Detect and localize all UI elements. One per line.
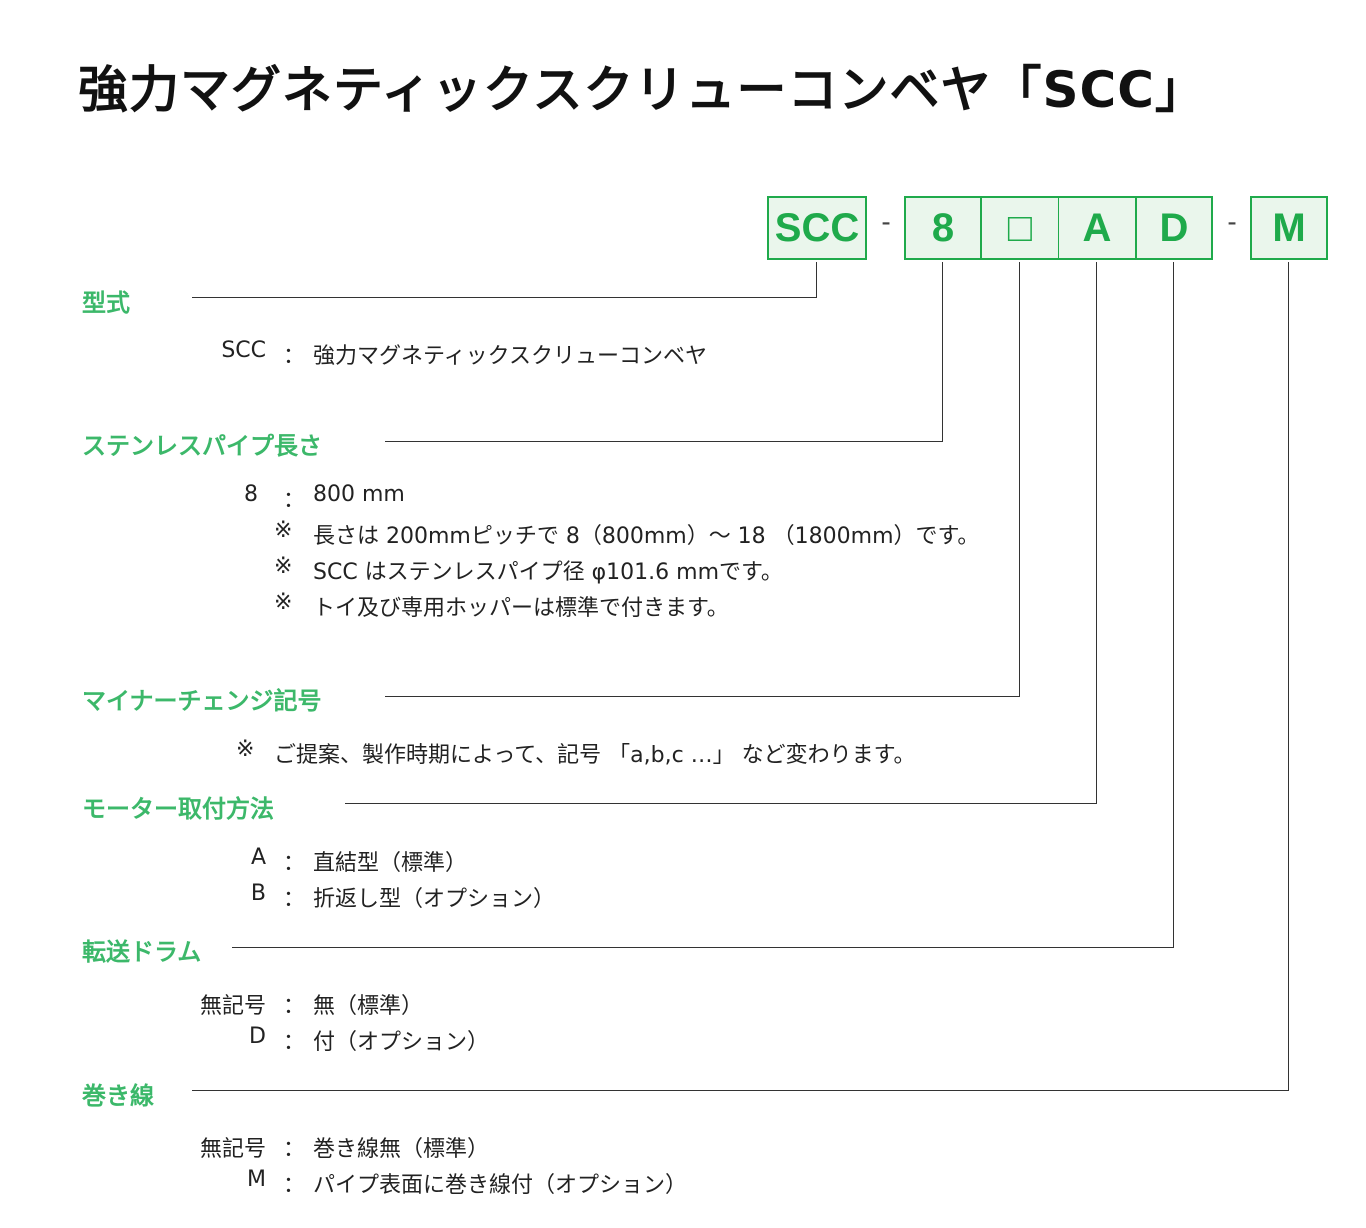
item-colon: ： (283, 1030, 306, 1055)
item-key: 8 (244, 482, 258, 507)
item-colon: ： (283, 1137, 306, 1162)
leader-model-h (192, 297, 817, 298)
leader-length-v (942, 262, 943, 442)
item-value: 付（オプション） (313, 1030, 490, 1055)
note-text: トイ及び専用ホッパーは標準で付きます。 (313, 596, 729, 621)
item-value: 巻き線無（標準） (313, 1137, 490, 1162)
section-heading-pipe-length: ステンレスパイプ長さ (82, 432, 322, 460)
item-colon: ： (283, 344, 306, 369)
note-mark: ※ (274, 554, 293, 579)
item-colon: ： (283, 887, 306, 912)
note-text: 長さは 200mmピッチで 8（800mm）～ 18 （1800mm）です。 (313, 524, 980, 549)
leader-winding-h (192, 1090, 1289, 1091)
code-dash: - (1227, 206, 1237, 237)
item-colon: ： (283, 1173, 306, 1198)
leader-model-v (816, 262, 817, 298)
note-mark: ※ (274, 518, 293, 543)
leader-motor-h (345, 803, 1097, 804)
leader-minor-h (385, 696, 1020, 697)
item-value: 直結型（標準） (313, 851, 468, 876)
code-dash: - (881, 206, 891, 237)
code-box-winding: M (1250, 196, 1328, 260)
code-box-scc: SCC (767, 196, 867, 260)
code-box-motor: A (1058, 196, 1136, 260)
item-value: パイプ表面に巻き線付（オプション） (313, 1173, 688, 1198)
note-mark: ※ (236, 737, 255, 762)
leader-drum-v (1173, 262, 1174, 948)
leader-motor-v (1096, 262, 1097, 804)
leader-winding-v (1288, 262, 1289, 1091)
item-value: 強力マグネティックスクリューコンベヤ (313, 344, 708, 369)
item-colon: ： (283, 851, 306, 876)
item-key: 無記号 (199, 1137, 266, 1162)
section-heading-drum: 転送ドラム (82, 938, 202, 966)
leader-drum-h (232, 947, 1174, 948)
item-value: 折返し型（オプション） (313, 887, 556, 912)
item-value: 無（標準） (313, 994, 424, 1019)
page-title: 強力マグネティックスクリューコンベヤ「SCC」 (78, 61, 1206, 119)
section-heading-winding: 巻き線 (82, 1082, 154, 1110)
item-key: 無記号 (199, 994, 266, 1019)
item-key: D (249, 1024, 266, 1049)
leader-length-h (385, 441, 943, 442)
leader-minor-v (1019, 262, 1020, 696)
item-key: A (250, 845, 266, 870)
section-heading-minor-change: マイナーチェンジ記号 (82, 687, 322, 715)
item-colon: ： (283, 994, 306, 1019)
code-box-length: 8 (904, 196, 982, 260)
item-colon: ： (283, 488, 306, 513)
item-value: 800 mm (313, 482, 405, 507)
code-box-drum: D (1135, 196, 1213, 260)
item-key: M (247, 1167, 266, 1192)
code-box-minor-change: □ (981, 196, 1059, 260)
item-key: SCC (221, 338, 266, 363)
note-text: SCC はステンレスパイプ径 φ101.6 mmです。 (313, 560, 783, 585)
item-key: B (250, 881, 266, 906)
section-heading-model: 型式 (82, 289, 130, 317)
note-mark: ※ (274, 590, 293, 615)
note-text: ご提案、製作時期によって、記号 「a,b,c …」 など変わります。 (274, 743, 916, 768)
section-heading-motor-mount: モーター取付方法 (82, 795, 274, 823)
